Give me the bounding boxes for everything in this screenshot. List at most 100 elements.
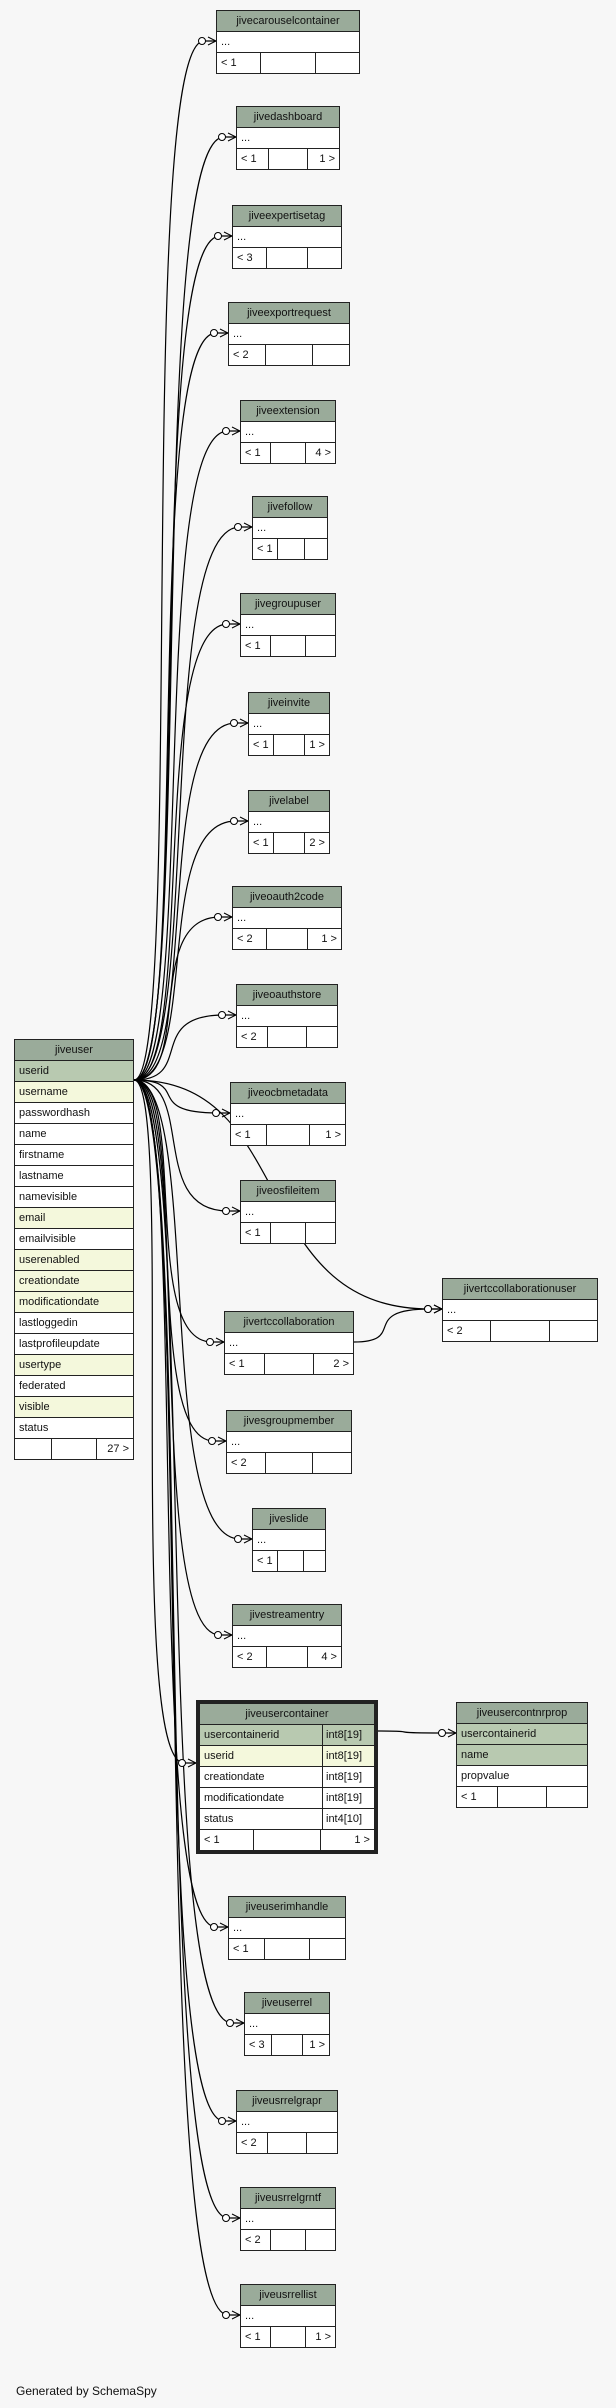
column-row[interactable]: creationdate	[15, 1271, 133, 1292]
table-jivefollow[interactable]: jivefollow...< 1	[252, 496, 328, 560]
table-name[interactable]: jivedashboard	[237, 107, 339, 128]
table-name[interactable]: jiveuserrel	[245, 1993, 329, 2014]
table-name[interactable]: jivertccollaboration	[225, 1312, 353, 1333]
table-jiveosfileitem[interactable]: jiveosfileitem...< 1	[240, 1180, 336, 1244]
children-count[interactable]: 1 >	[309, 739, 325, 751]
column-row[interactable]: userid	[15, 1061, 133, 1082]
table-name[interactable]: jiveusercontainer	[200, 1704, 374, 1725]
table-jiveusrrelgrapr[interactable]: jiveusrrelgrapr...< 2	[236, 2090, 338, 2154]
table-name[interactable]: jivecarouselcontainer	[217, 11, 359, 32]
children-count[interactable]: 1 >	[354, 1834, 370, 1846]
children-count[interactable]	[308, 248, 341, 268]
parents-count[interactable]: < 1	[253, 539, 278, 559]
parents-count[interactable]: < 1	[217, 53, 262, 73]
parents-count[interactable]: < 1	[253, 1551, 278, 1571]
column-row[interactable]: passwordhash	[15, 1103, 133, 1124]
column-row[interactable]: lastloggedin	[15, 1313, 133, 1334]
table-name[interactable]: jiveextension	[241, 401, 335, 422]
children-count[interactable]	[307, 1027, 337, 1047]
column-count[interactable]	[498, 1787, 548, 1807]
column-count[interactable]	[271, 1223, 307, 1243]
table-name[interactable]: jiveocbmetadata	[231, 1083, 345, 1104]
table-name[interactable]: jivelabel	[249, 791, 329, 812]
children-count[interactable]	[313, 345, 349, 365]
column-count[interactable]	[271, 636, 307, 656]
column-row[interactable]: propvalue	[457, 1766, 587, 1787]
table-jiveoauthstore[interactable]: jiveoauthstore...< 2	[236, 984, 338, 1048]
parents-count[interactable]: < 1	[231, 1125, 267, 1145]
column-count[interactable]	[266, 1453, 314, 1473]
column-count[interactable]	[266, 345, 313, 365]
children-count[interactable]: 1 >	[321, 933, 337, 945]
parents-count[interactable]: < 1	[237, 149, 270, 169]
children-count[interactable]: 1 >	[309, 2039, 325, 2051]
column-count[interactable]	[265, 1354, 315, 1374]
table-name[interactable]: jiveexportrequest	[229, 303, 349, 324]
column-count[interactable]	[52, 1439, 98, 1459]
column-count[interactable]	[267, 929, 309, 949]
column-count[interactable]	[269, 149, 308, 169]
column-count[interactable]	[491, 1321, 551, 1341]
column-count[interactable]	[278, 1551, 304, 1571]
table-name[interactable]: jiveusrrelgrapr	[237, 2091, 337, 2112]
table-name[interactable]: jiveexpertisetag	[233, 206, 341, 227]
parents-count[interactable]: < 2	[233, 1647, 267, 1667]
parents-count[interactable]: < 3	[245, 2035, 272, 2055]
children-count[interactable]	[313, 1453, 351, 1473]
column-count[interactable]	[267, 248, 309, 268]
column-count[interactable]	[268, 2133, 307, 2153]
column-row[interactable]: username	[15, 1082, 133, 1103]
table-name[interactable]: jivesgroupmember	[227, 1411, 351, 1432]
parents-count[interactable]: < 2	[443, 1321, 491, 1341]
parents-count[interactable]: < 2	[229, 345, 267, 365]
column-row[interactable]: name	[15, 1124, 133, 1145]
children-count[interactable]	[306, 636, 335, 656]
column-count[interactable]	[271, 2230, 307, 2250]
column-count[interactable]	[268, 1027, 307, 1047]
children-count[interactable]	[306, 2230, 335, 2250]
column-row[interactable]: userenabled	[15, 1250, 133, 1271]
column-count[interactable]	[274, 833, 305, 853]
children-count[interactable]: 1 >	[315, 2331, 331, 2343]
column-count[interactable]	[271, 2327, 307, 2347]
parents-count[interactable]: < 1	[241, 443, 271, 463]
children-count[interactable]	[307, 2133, 337, 2153]
parents-count[interactable]: < 1	[249, 833, 275, 853]
parents-count[interactable]	[15, 1439, 52, 1459]
parents-count[interactable]: < 1	[225, 1354, 265, 1374]
children-count[interactable]	[306, 1223, 335, 1243]
table-jivesgroupmember[interactable]: jivesgroupmember...< 2	[226, 1410, 352, 1474]
children-count[interactable]: 2 >	[309, 837, 325, 849]
column-row[interactable]: lastprofileupdate	[15, 1334, 133, 1355]
parents-count[interactable]: < 1	[200, 1830, 254, 1850]
table-name[interactable]: jiveusrrelgrntf	[241, 2188, 335, 2209]
column-row[interactable]: namevisible	[15, 1187, 133, 1208]
table-name[interactable]: jiveoauthstore	[237, 985, 337, 1006]
column-count[interactable]	[261, 53, 316, 73]
children-count[interactable]: 1 >	[325, 1129, 342, 1141]
table-jiveusrrelgrntf[interactable]: jiveusrrelgrntf...< 2	[240, 2187, 336, 2251]
column-count[interactable]	[278, 539, 305, 559]
children-count[interactable]: 2 >	[333, 1358, 349, 1370]
parents-count[interactable]: < 3	[233, 248, 267, 268]
table-jivecarouselcontainer[interactable]: jivecarouselcontainer...< 1	[216, 10, 360, 74]
children-count[interactable]: 4 >	[321, 1651, 337, 1663]
column-row[interactable]: status	[15, 1418, 133, 1439]
column-count[interactable]	[271, 443, 307, 463]
parents-count[interactable]: < 2	[233, 929, 267, 949]
column-row[interactable]: visible	[15, 1397, 133, 1418]
table-name[interactable]: jivertccollaborationuser	[443, 1279, 597, 1300]
